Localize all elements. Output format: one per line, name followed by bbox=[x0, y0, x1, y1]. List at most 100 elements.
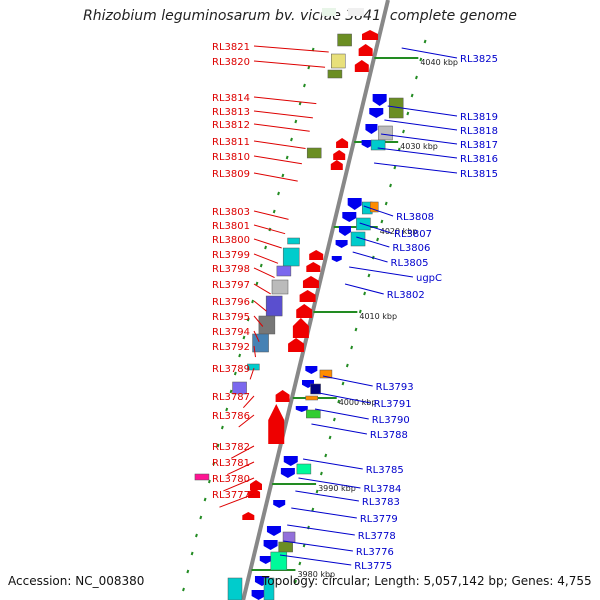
tick-mark bbox=[363, 291, 367, 296]
tick-mark bbox=[376, 237, 380, 242]
label-leader bbox=[253, 315, 264, 327]
gene-label-left: RL3809 bbox=[212, 169, 250, 180]
gene-block bbox=[263, 577, 275, 600]
label-leader bbox=[314, 408, 369, 420]
gene-block bbox=[194, 473, 210, 481]
gene-block bbox=[348, 8, 364, 16]
gene-block bbox=[305, 395, 318, 401]
label-leader bbox=[344, 283, 384, 295]
gene-label-right: RL3779 bbox=[360, 514, 398, 525]
label-leader bbox=[253, 155, 302, 165]
label-leader bbox=[298, 477, 361, 489]
kbp-label: 4000 kbp bbox=[339, 398, 377, 407]
forward-gene-arrow bbox=[361, 140, 374, 148]
tick-mark bbox=[415, 75, 418, 80]
gene-label-left: RL3782 bbox=[212, 442, 250, 453]
tick-mark bbox=[190, 551, 194, 556]
label-leader bbox=[253, 330, 260, 343]
tick-mark bbox=[216, 443, 220, 448]
gene-block bbox=[337, 33, 352, 47]
gene-block bbox=[227, 577, 243, 600]
gene-label-right: RL3817 bbox=[460, 140, 498, 151]
topology-label: Topology: circular; Length: 5,057,142 bp… bbox=[262, 574, 592, 588]
forward-gene-arrow bbox=[266, 526, 281, 536]
accession-label: Accession: NC_008380 bbox=[8, 574, 145, 588]
tick-mark bbox=[311, 507, 315, 512]
label-leader bbox=[227, 461, 255, 476]
tick-mark bbox=[294, 579, 297, 584]
gene-label-right: RL3776 bbox=[356, 547, 394, 558]
gene-label-left: RL3814 bbox=[212, 93, 250, 104]
label-leader bbox=[352, 251, 388, 263]
label-leader bbox=[253, 45, 329, 53]
gene-label-right: RL3775 bbox=[354, 561, 392, 572]
gene-block bbox=[319, 369, 333, 379]
tick-mark bbox=[419, 57, 423, 62]
tick-mark bbox=[389, 183, 392, 188]
gene-label-right: RL3819 bbox=[460, 112, 498, 123]
tick-mark bbox=[410, 93, 414, 98]
gene-block bbox=[265, 295, 283, 317]
gene-block bbox=[322, 8, 336, 16]
gene-block bbox=[278, 541, 293, 553]
label-leader bbox=[311, 423, 368, 435]
label-leader bbox=[384, 119, 458, 131]
gene-label-right: RL3816 bbox=[460, 154, 498, 165]
kbp-label: 3990 kbp bbox=[318, 484, 356, 493]
tick-mark bbox=[182, 587, 185, 592]
gene-label-right: RL3785 bbox=[366, 465, 404, 476]
label-leader bbox=[374, 162, 458, 174]
gene-label-left: RL3789 bbox=[212, 364, 250, 375]
tick-mark bbox=[225, 407, 229, 412]
gene-label-right: RL3806 bbox=[392, 243, 430, 254]
tick-mark bbox=[324, 453, 328, 458]
gene-label-left: RL3813 bbox=[212, 107, 250, 118]
reverse-gene-arrow bbox=[299, 290, 316, 302]
gene-label-left: RL3794 bbox=[212, 327, 250, 338]
tick-mark bbox=[233, 371, 237, 376]
gene-label-right: RL3825 bbox=[460, 54, 498, 65]
label-leader bbox=[249, 367, 255, 380]
forward-gene-arrow bbox=[251, 590, 266, 600]
gene-label-right: RL3783 bbox=[362, 497, 400, 508]
gene-label-right: RL3818 bbox=[460, 126, 498, 137]
tick-mark bbox=[220, 425, 224, 430]
label-leader bbox=[253, 267, 275, 279]
tick-mark bbox=[294, 119, 298, 124]
gene-block bbox=[232, 381, 247, 395]
label-leader bbox=[253, 110, 313, 119]
tick-mark bbox=[195, 533, 198, 538]
gene-block bbox=[306, 409, 321, 419]
tick-mark bbox=[380, 219, 384, 224]
reverse-gene-arrow bbox=[362, 30, 378, 40]
gene-label-left: RL3792 bbox=[212, 342, 250, 353]
label-leader bbox=[253, 123, 310, 132]
gene-block bbox=[370, 139, 386, 151]
gene-block bbox=[296, 463, 312, 475]
tick-mark bbox=[264, 245, 268, 250]
tick-mark bbox=[332, 417, 336, 422]
label-leader bbox=[253, 60, 326, 68]
label-leader bbox=[349, 266, 414, 278]
gene-block bbox=[270, 551, 288, 571]
forward-gene-arrow bbox=[295, 406, 308, 412]
tick-mark bbox=[393, 165, 397, 170]
kbp-label: 4040 kbp bbox=[420, 58, 458, 67]
gene-label-left: RL3821 bbox=[212, 42, 250, 53]
forward-gene-arrow bbox=[283, 456, 298, 466]
gene-block bbox=[282, 531, 296, 543]
tick-mark bbox=[238, 353, 242, 358]
tick-mark bbox=[203, 497, 207, 502]
reverse-gene-arrow bbox=[330, 160, 343, 170]
kbp-label: 4020 kbp bbox=[380, 227, 418, 236]
gene-label-left: RL3781 bbox=[212, 458, 250, 469]
gene-label-right: RL3788 bbox=[370, 430, 408, 441]
tick-mark bbox=[277, 191, 280, 196]
forward-gene-arrow bbox=[280, 468, 295, 478]
label-leader bbox=[242, 395, 255, 409]
label-leader bbox=[318, 392, 371, 404]
tick-mark bbox=[212, 461, 216, 466]
label-leader bbox=[380, 133, 458, 145]
label-leader bbox=[223, 477, 255, 492]
tick-mark bbox=[186, 569, 190, 574]
